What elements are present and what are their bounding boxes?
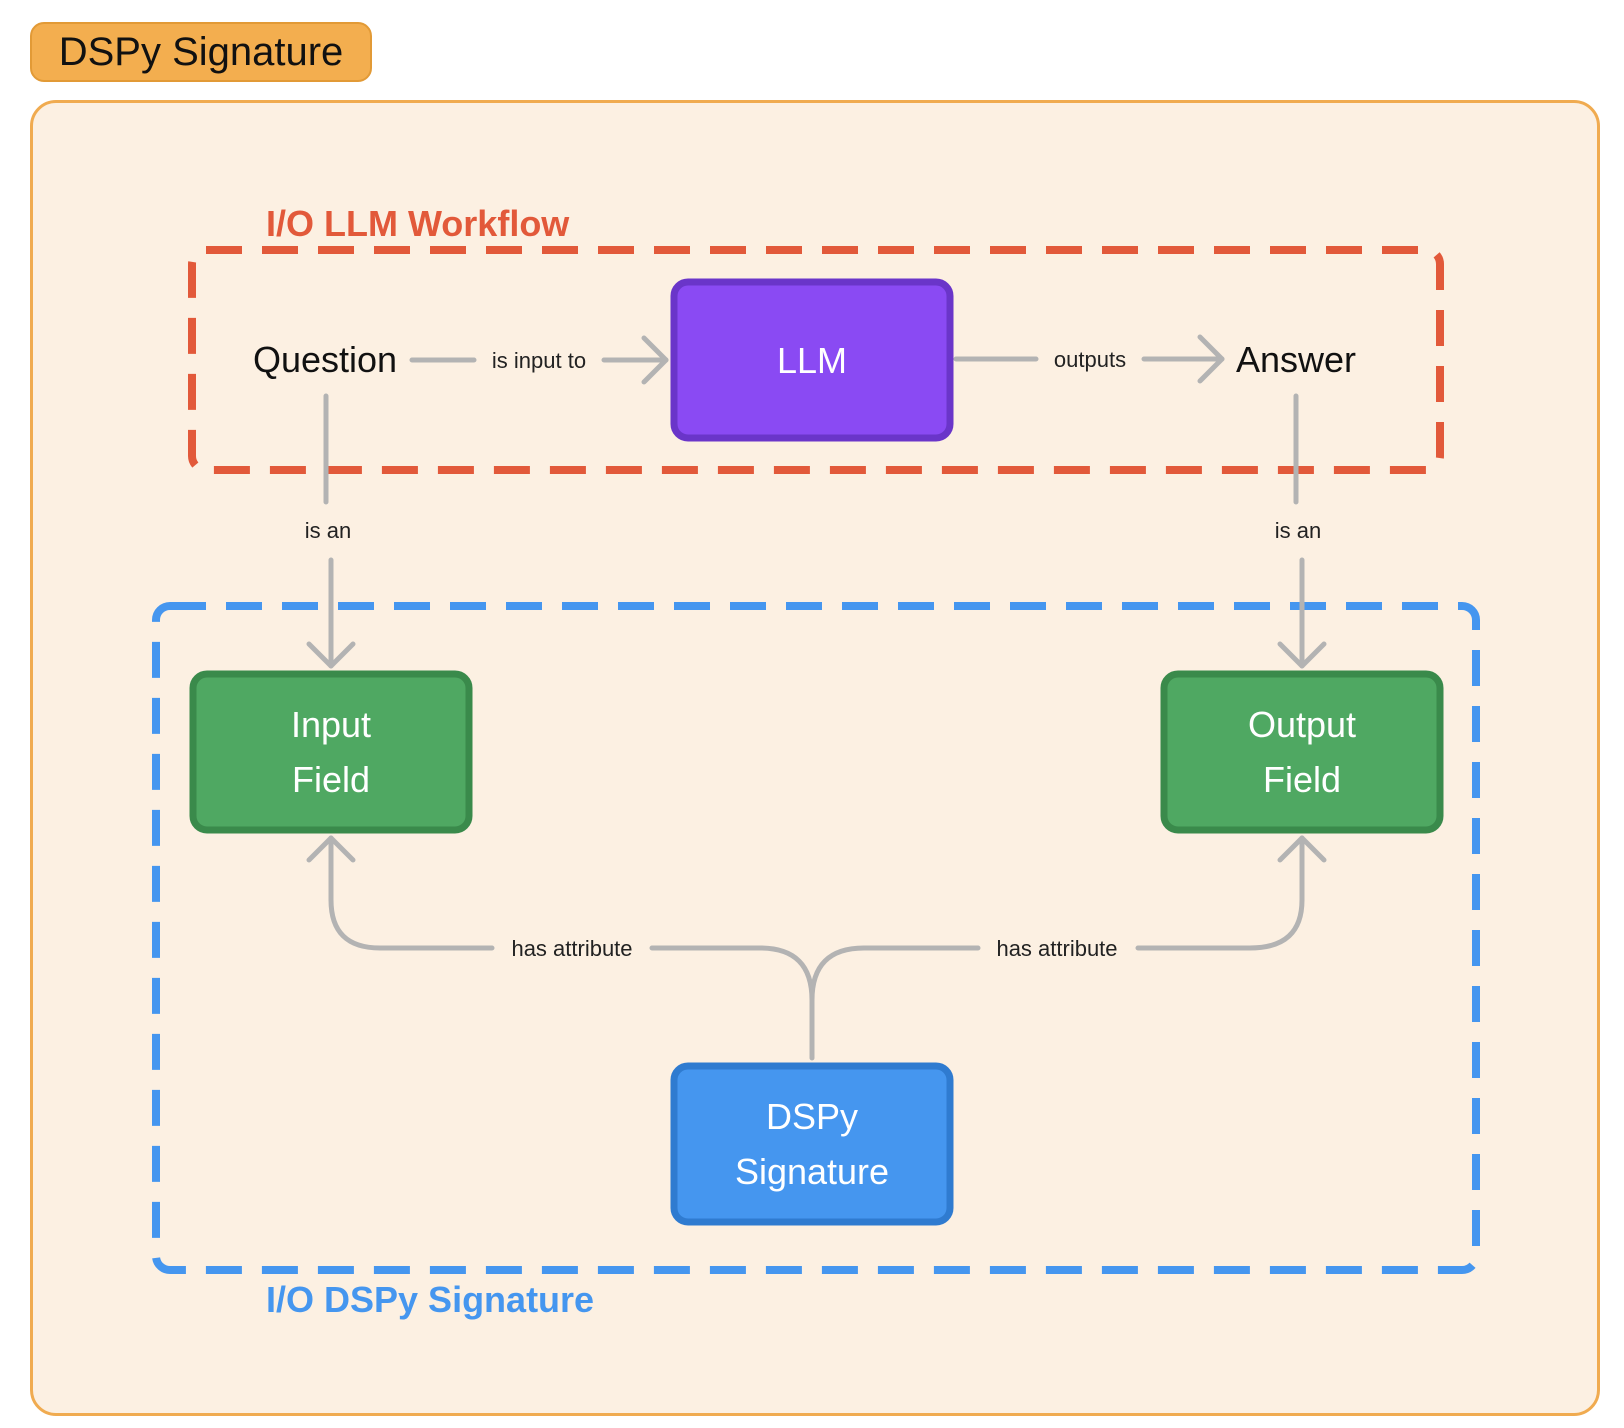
input-field-node — [189, 670, 473, 834]
input-field-node-label-line2: Field — [292, 759, 370, 800]
edge-label-answer-to-output-field: is an — [1275, 518, 1321, 543]
edge-label-signature-to-input-field: has attribute — [511, 936, 632, 961]
dspy-signature-group-frame — [152, 602, 1480, 1274]
arrowhead-question-to-llm — [641, 335, 669, 385]
edge-label-question-to-input-field: is an — [305, 518, 351, 543]
edge-signature-to-output-field — [809, 835, 1305, 1003]
output-field-node — [1160, 670, 1444, 834]
edge-label-question-to-llm: is input to — [492, 348, 586, 373]
llm-workflow-group-label: I/O LLM Workflow — [266, 203, 570, 244]
arrowhead-question-to-input-field — [306, 641, 356, 669]
dspy-signature-group-label: I/O DSPy Signature — [266, 1279, 594, 1320]
edge-question-to-input-field — [323, 393, 334, 669]
question-node: Question — [253, 339, 397, 380]
dspy-signature-node — [670, 1062, 954, 1226]
title-tab: DSPy Signature — [30, 22, 372, 82]
edge-label-llm-to-answer: outputs — [1054, 347, 1126, 372]
arrowhead-answer-to-output-field — [1277, 641, 1327, 669]
llm-node-label: LLM — [777, 340, 847, 381]
arrowhead-signature-to-input-field — [306, 835, 356, 863]
output-field-node-label-line1: Output — [1248, 704, 1356, 745]
dspy-signature-node-label-line2: Signature — [735, 1151, 889, 1192]
edge-answer-to-output-field — [1293, 393, 1305, 669]
arrowhead-llm-to-answer — [1197, 334, 1225, 384]
llm-node — [670, 278, 954, 442]
output-field-node-label-line2: Field — [1263, 759, 1341, 800]
dspy-signature-node-label-line1: DSPy — [766, 1096, 858, 1137]
input-field-node-label-line1: Input — [291, 704, 371, 745]
answer-node: Answer — [1236, 339, 1356, 380]
edge-label-signature-to-output-field: has attribute — [996, 936, 1117, 961]
arrowhead-signature-to-output-field — [1277, 835, 1327, 863]
